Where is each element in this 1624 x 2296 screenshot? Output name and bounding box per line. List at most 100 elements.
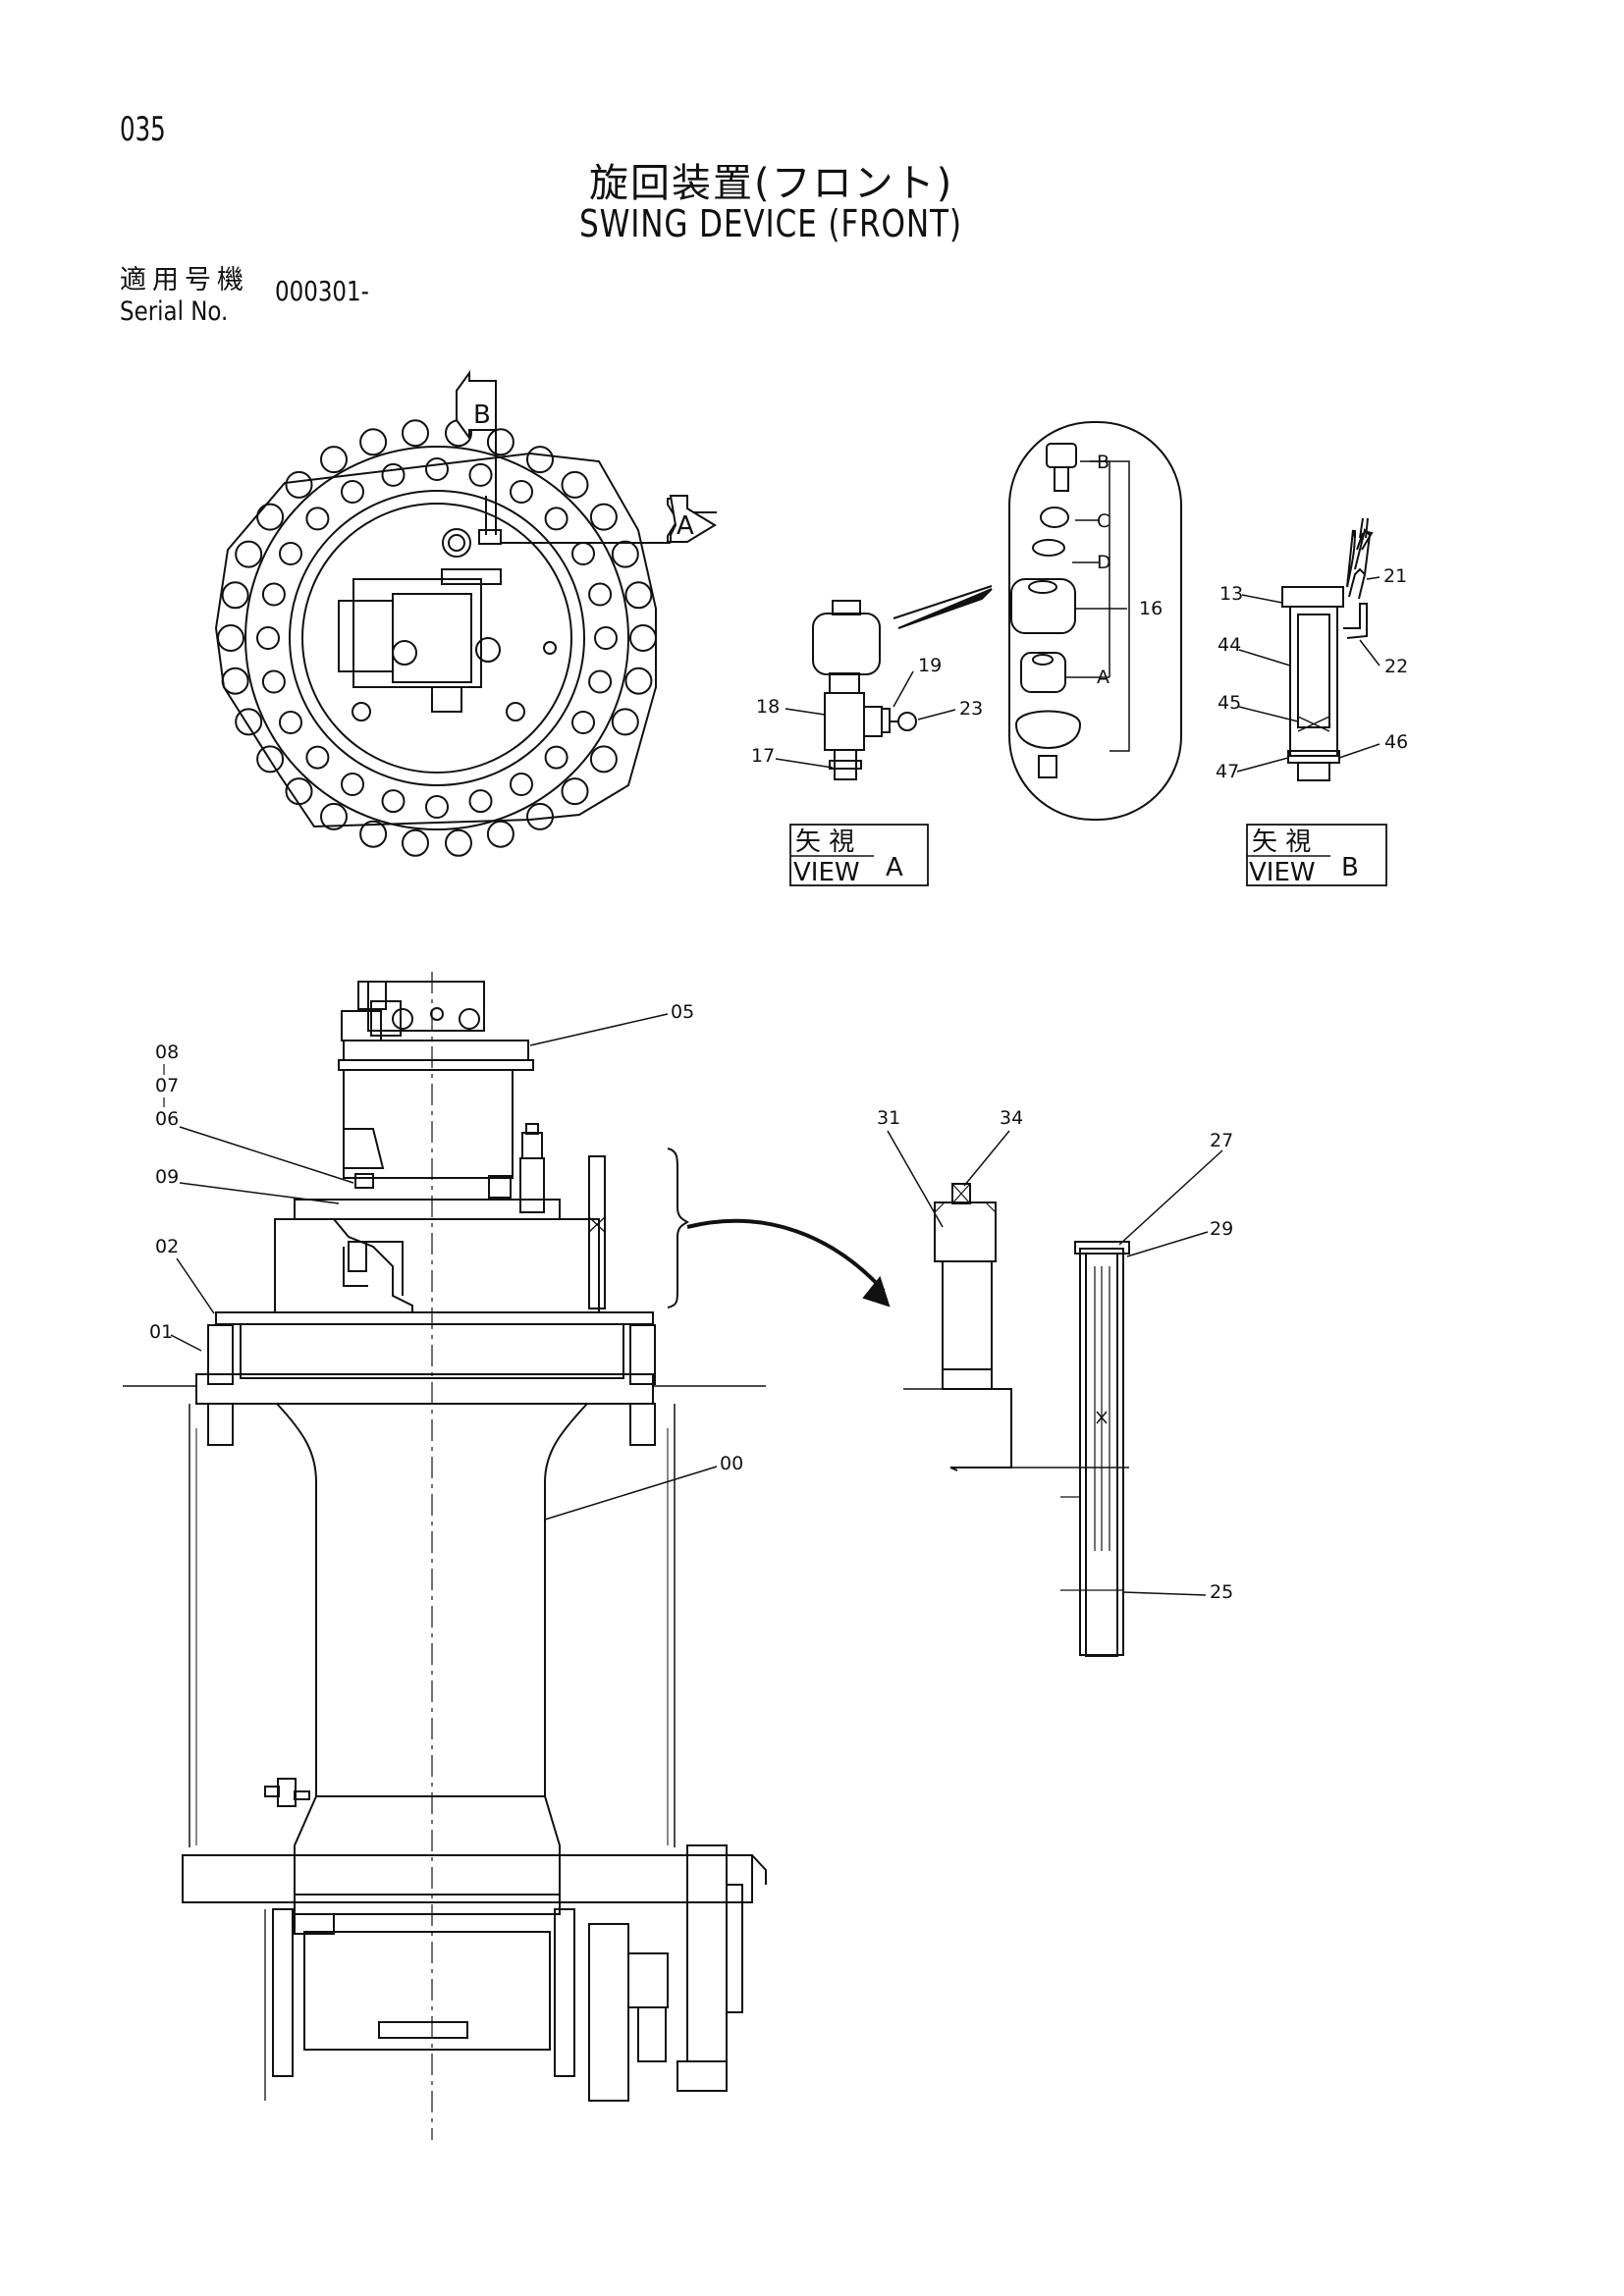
bolt-hole [594,626,618,650]
bolt-hole [624,667,653,695]
serial-label-japanese: 適用号機 [120,265,249,295]
svg-text:08: 08 [155,1041,179,1063]
bolt-hole [445,828,472,857]
bolt-hole [510,773,533,796]
bolt-hole [571,542,595,565]
svg-text:13: 13 [1219,583,1243,605]
page-title-japanese: 旋回装置(フロント) [589,161,954,206]
svg-text:09: 09 [155,1166,179,1188]
bolt-hole [235,540,263,568]
bolt-hole [571,711,595,734]
serial-number-value: 000301- [275,275,369,307]
bolt-hole [341,773,364,796]
bolt-hole [468,789,493,814]
bolt-hole [341,480,364,504]
svg-text:B: B [1341,853,1359,882]
bolt-hole [261,582,286,607]
svg-text:27: 27 [1210,1130,1233,1151]
serial-label-english: Serial No. [120,296,229,327]
svg-text:31: 31 [877,1107,900,1129]
bolt-hole [468,462,493,487]
top-plan-view [214,419,657,857]
bolt-hole [256,503,285,531]
svg-text:06: 06 [155,1108,179,1130]
svg-text:02: 02 [155,1236,179,1257]
bolt-hole [629,624,657,652]
bolt-hole [402,828,429,857]
bolt-hole [285,777,313,806]
bolt-hole [305,745,330,770]
svg-text:01: 01 [149,1321,173,1343]
page-title-english: SWING DEVICE (FRONT) [579,202,962,245]
bolt-hole [544,507,568,531]
view-a-direction-arrow: A [501,495,717,544]
bolt-hole [561,470,589,499]
svg-text:VIEW: VIEW [1249,858,1316,887]
bolt-hole [486,428,514,456]
svg-text:45: 45 [1218,692,1241,714]
svg-text:05: 05 [671,1001,694,1023]
bolt-hole [589,503,618,531]
svg-text:47: 47 [1216,761,1239,782]
svg-text:22: 22 [1384,656,1408,677]
svg-text:矢 視: 矢 視 [1252,828,1311,857]
bolt-hole [359,820,388,848]
bolt-hole [611,708,639,736]
bolt-hole [261,669,286,694]
bolt-hole [235,708,263,736]
svg-text:D: D [1097,552,1111,573]
bolt-hole [425,457,449,481]
bolt-hole [544,745,568,770]
svg-text:A: A [1097,667,1110,688]
bolt-hole [588,669,613,694]
svg-text:21: 21 [1383,565,1407,587]
view-a-detail: 18 19 23 17 B C D 16 A 矢 視 [751,421,1182,887]
svg-text:B: B [473,400,491,430]
svg-text:29: 29 [1210,1218,1233,1240]
bolt-hole [279,542,302,565]
bolt-hole [256,626,280,650]
view-b-detail: 21 13 22 44 45 47 46 矢 視 VIEW B [1216,517,1408,887]
svg-text:17: 17 [751,745,775,767]
bolt-hole [510,480,533,504]
bolt-hole [611,540,639,568]
bolt-hole [279,711,302,734]
svg-text:34: 34 [1000,1107,1023,1129]
svg-text:19: 19 [918,655,942,676]
bolt-hole [402,419,429,448]
bolt-hole [359,428,388,456]
bolt-hole [526,802,554,830]
bolt-hole [588,582,613,607]
svg-text:25: 25 [1210,1581,1233,1603]
bolt-hole [381,789,406,814]
bolt-hole [320,446,348,474]
bolt-hole [221,667,249,695]
svg-text:A: A [886,853,903,882]
bolt-hole [589,745,618,774]
svg-text:00: 00 [720,1453,743,1474]
view-b-direction-arrow: B [456,369,497,491]
bolt-hole [285,470,313,499]
page-number: 035 [120,110,166,149]
main-side-view [123,972,891,2140]
svg-text:18: 18 [756,696,780,718]
bolt-hole [624,581,653,610]
svg-text:46: 46 [1384,731,1408,753]
bolt-hole [526,446,554,474]
svg-text:矢 視: 矢 視 [795,828,854,857]
bolt-hole [256,745,285,774]
svg-text:44: 44 [1218,634,1241,656]
svg-text:16: 16 [1139,598,1163,619]
bolt-hole [217,624,244,652]
bolt-hole [561,777,589,806]
svg-text:VIEW: VIEW [793,858,860,887]
svg-text:A: A [677,511,694,541]
bolt-hole [221,581,249,610]
level-gauge-detail: 31 34 27 29 25 [877,1107,1233,1657]
bolt-hole [425,795,449,819]
svg-text:07: 07 [155,1075,179,1096]
bolt-hole [381,462,406,487]
bolt-hole [486,820,514,848]
bolt-hole [305,507,330,531]
